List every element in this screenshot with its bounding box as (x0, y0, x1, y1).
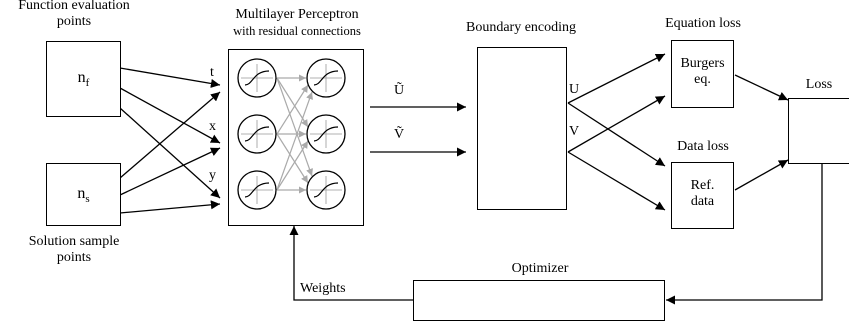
neuron-l1-n2 (237, 114, 277, 154)
equation-loss-box: Burgers eq. (671, 40, 734, 108)
loss-box (788, 98, 849, 164)
neuron-l2-n3 (306, 170, 346, 210)
nf-symbol: nf (47, 70, 120, 91)
ns-main: n (77, 185, 86, 202)
mlp-title-line1: Multilayer Perceptron (235, 7, 359, 22)
data-loss-box: Ref. data (671, 162, 734, 229)
data-loss-title: Data loss (677, 139, 729, 154)
ns-sub: s (85, 193, 90, 206)
boundary-box (477, 47, 567, 210)
ns-box: ns (46, 163, 121, 226)
arrow-data-loss (734, 159, 789, 191)
data-loss-box-line2: data (690, 194, 715, 209)
var-t-label: t (210, 65, 214, 80)
equation-loss-title: Equation loss (665, 16, 741, 31)
nf-main: n (77, 69, 86, 86)
neuron-l1-n1 (237, 58, 277, 98)
arrow-u-eq (567, 53, 666, 104)
equation-loss-box-line1: Burgers (680, 56, 725, 71)
neuron-l1-n3 (237, 170, 277, 210)
arrow-nf-x (119, 87, 221, 144)
arrow-v-data (567, 151, 666, 211)
solution-sample-label: Solution sample points (0, 234, 148, 266)
nf-box: nf (46, 41, 121, 117)
nf-sub: f (85, 77, 90, 90)
arrow-eq-loss (734, 74, 789, 101)
solution-label-line2: points (56, 250, 92, 265)
arrow-u-data (567, 102, 666, 167)
data-loss-box-line1: Ref. (690, 178, 715, 193)
arrow-ns-y (119, 200, 221, 214)
u-label: U (569, 82, 580, 97)
solution-label-line1: Solution sample (28, 234, 120, 249)
boundary-title: Boundary encoding (465, 20, 577, 35)
function-eval-label: Function evaluation points (0, 0, 148, 30)
v-label: V (569, 124, 580, 139)
var-y-label: y (209, 168, 216, 183)
optimizer-title: Optimizer (511, 261, 569, 276)
v-tilde-label: Ṽ (394, 127, 405, 142)
u-tilde-label: Ũ (394, 83, 405, 98)
loss-title: Loss (805, 77, 833, 92)
var-x-label: x (209, 119, 216, 134)
arrow-weights (289, 226, 413, 301)
arrow-v-eq (567, 95, 666, 153)
optimizer-box (413, 280, 665, 321)
neuron-l2-n1 (306, 58, 346, 98)
arrow-loss-optimizer (666, 164, 823, 305)
mlp-box (228, 49, 364, 226)
arrow-nf-t (119, 67, 221, 88)
equation-loss-box-line2: eq. (694, 72, 711, 87)
ns-symbol: ns (47, 186, 120, 207)
arrow-nf-y (119, 107, 221, 199)
function-eval-label-line1: Function evaluation (18, 0, 130, 13)
mlp-title: Multilayer Perceptron with residual conn… (213, 7, 381, 39)
equation-loss-box-text: Burgers eq. (672, 56, 733, 88)
neuron-l2-n2 (306, 114, 346, 154)
mlp-title-line2: with residual connections (233, 24, 361, 38)
function-eval-label-line2: points (56, 14, 92, 29)
data-loss-box-text: Ref. data (672, 178, 733, 210)
arrow-ns-x (119, 147, 221, 196)
weights-label: Weights (300, 281, 346, 296)
arrow-ns-t (119, 91, 221, 179)
mlp-internal-connections (276, 74, 313, 194)
